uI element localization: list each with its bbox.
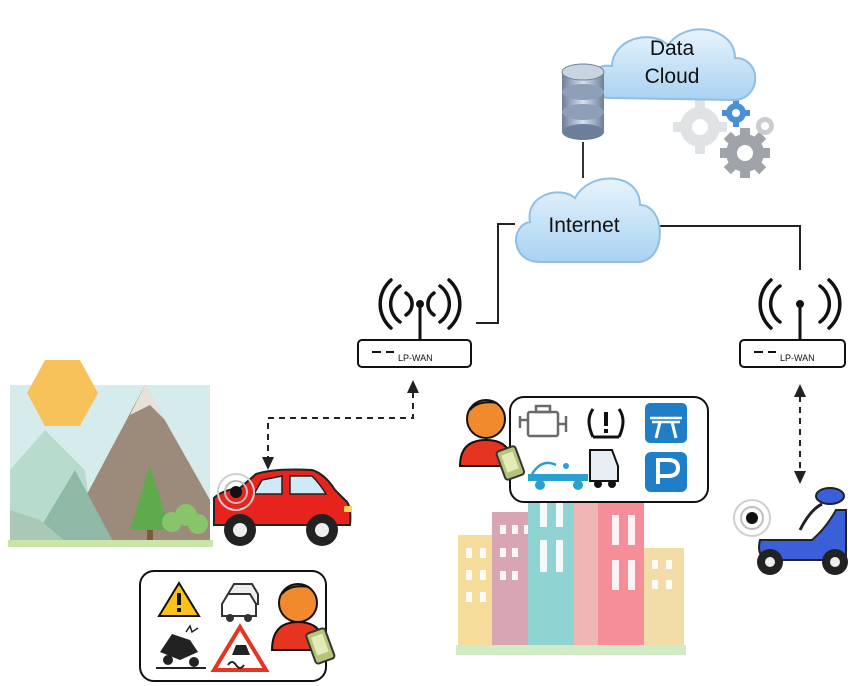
scooter-sensor-icon: [733, 499, 771, 537]
tire-pressure-warning-icon: [587, 408, 625, 439]
network-links: [262, 142, 806, 484]
internet-label: Internet: [548, 214, 619, 237]
warning-triangle-icon: [157, 581, 201, 617]
car-sensor-icon: [217, 473, 255, 511]
tow-truck-icon: [528, 449, 619, 490]
internet-gateway-left-link: [476, 223, 515, 324]
lpwan-gateway-left: LP-WAN: [357, 278, 472, 368]
car-uplink-arrow-down: [262, 457, 274, 470]
lpwan-gateway-left-label: LP-WAN: [398, 353, 433, 363]
bush-icon: [162, 504, 208, 534]
smartphone-icon: [495, 445, 526, 481]
blue-scooter-icon: [757, 487, 848, 575]
internet-gateway-right-link: [655, 225, 801, 270]
data-cloud-label-line2: Cloud: [645, 65, 700, 88]
lpwan-gateway-right: LP-WAN: [739, 278, 846, 368]
wifi-signal-icon: [378, 278, 462, 330]
car-uplink: [267, 392, 414, 462]
car-uplink-arrow-up: [407, 380, 419, 393]
scooter-uplink-arrow-down: [794, 471, 806, 484]
engine-icon: [518, 404, 568, 438]
parking-icon: [645, 452, 687, 492]
highway-icon: [645, 403, 687, 443]
traffic-jam-icon: [221, 583, 259, 622]
city-services-panel: [509, 396, 709, 503]
mountain-landscape: [8, 360, 213, 547]
internet-cloud: Internet: [515, 177, 661, 263]
data-cloud-label-line1: Data: [650, 37, 695, 60]
accident-icon: [156, 624, 206, 669]
rural-user-avatar: [270, 583, 336, 665]
red-car-icon: [213, 468, 352, 546]
smartphone-icon: [305, 627, 336, 665]
wifi-signal-icon: [758, 278, 842, 330]
slippery-road-icon: [210, 623, 270, 672]
scooter-uplink-arrow-up: [794, 384, 806, 397]
hexagon-sun-icon: [27, 360, 98, 426]
lpwan-gateway-right-label: LP-WAN: [780, 353, 815, 363]
city-skyline: [456, 480, 686, 655]
data-cloud: Data Cloud: [588, 28, 757, 102]
gears-icon: [673, 99, 774, 178]
database-server-icon: [561, 63, 605, 140]
pine-tree-icon: [130, 465, 170, 542]
city-user-avatar: [458, 399, 526, 481]
